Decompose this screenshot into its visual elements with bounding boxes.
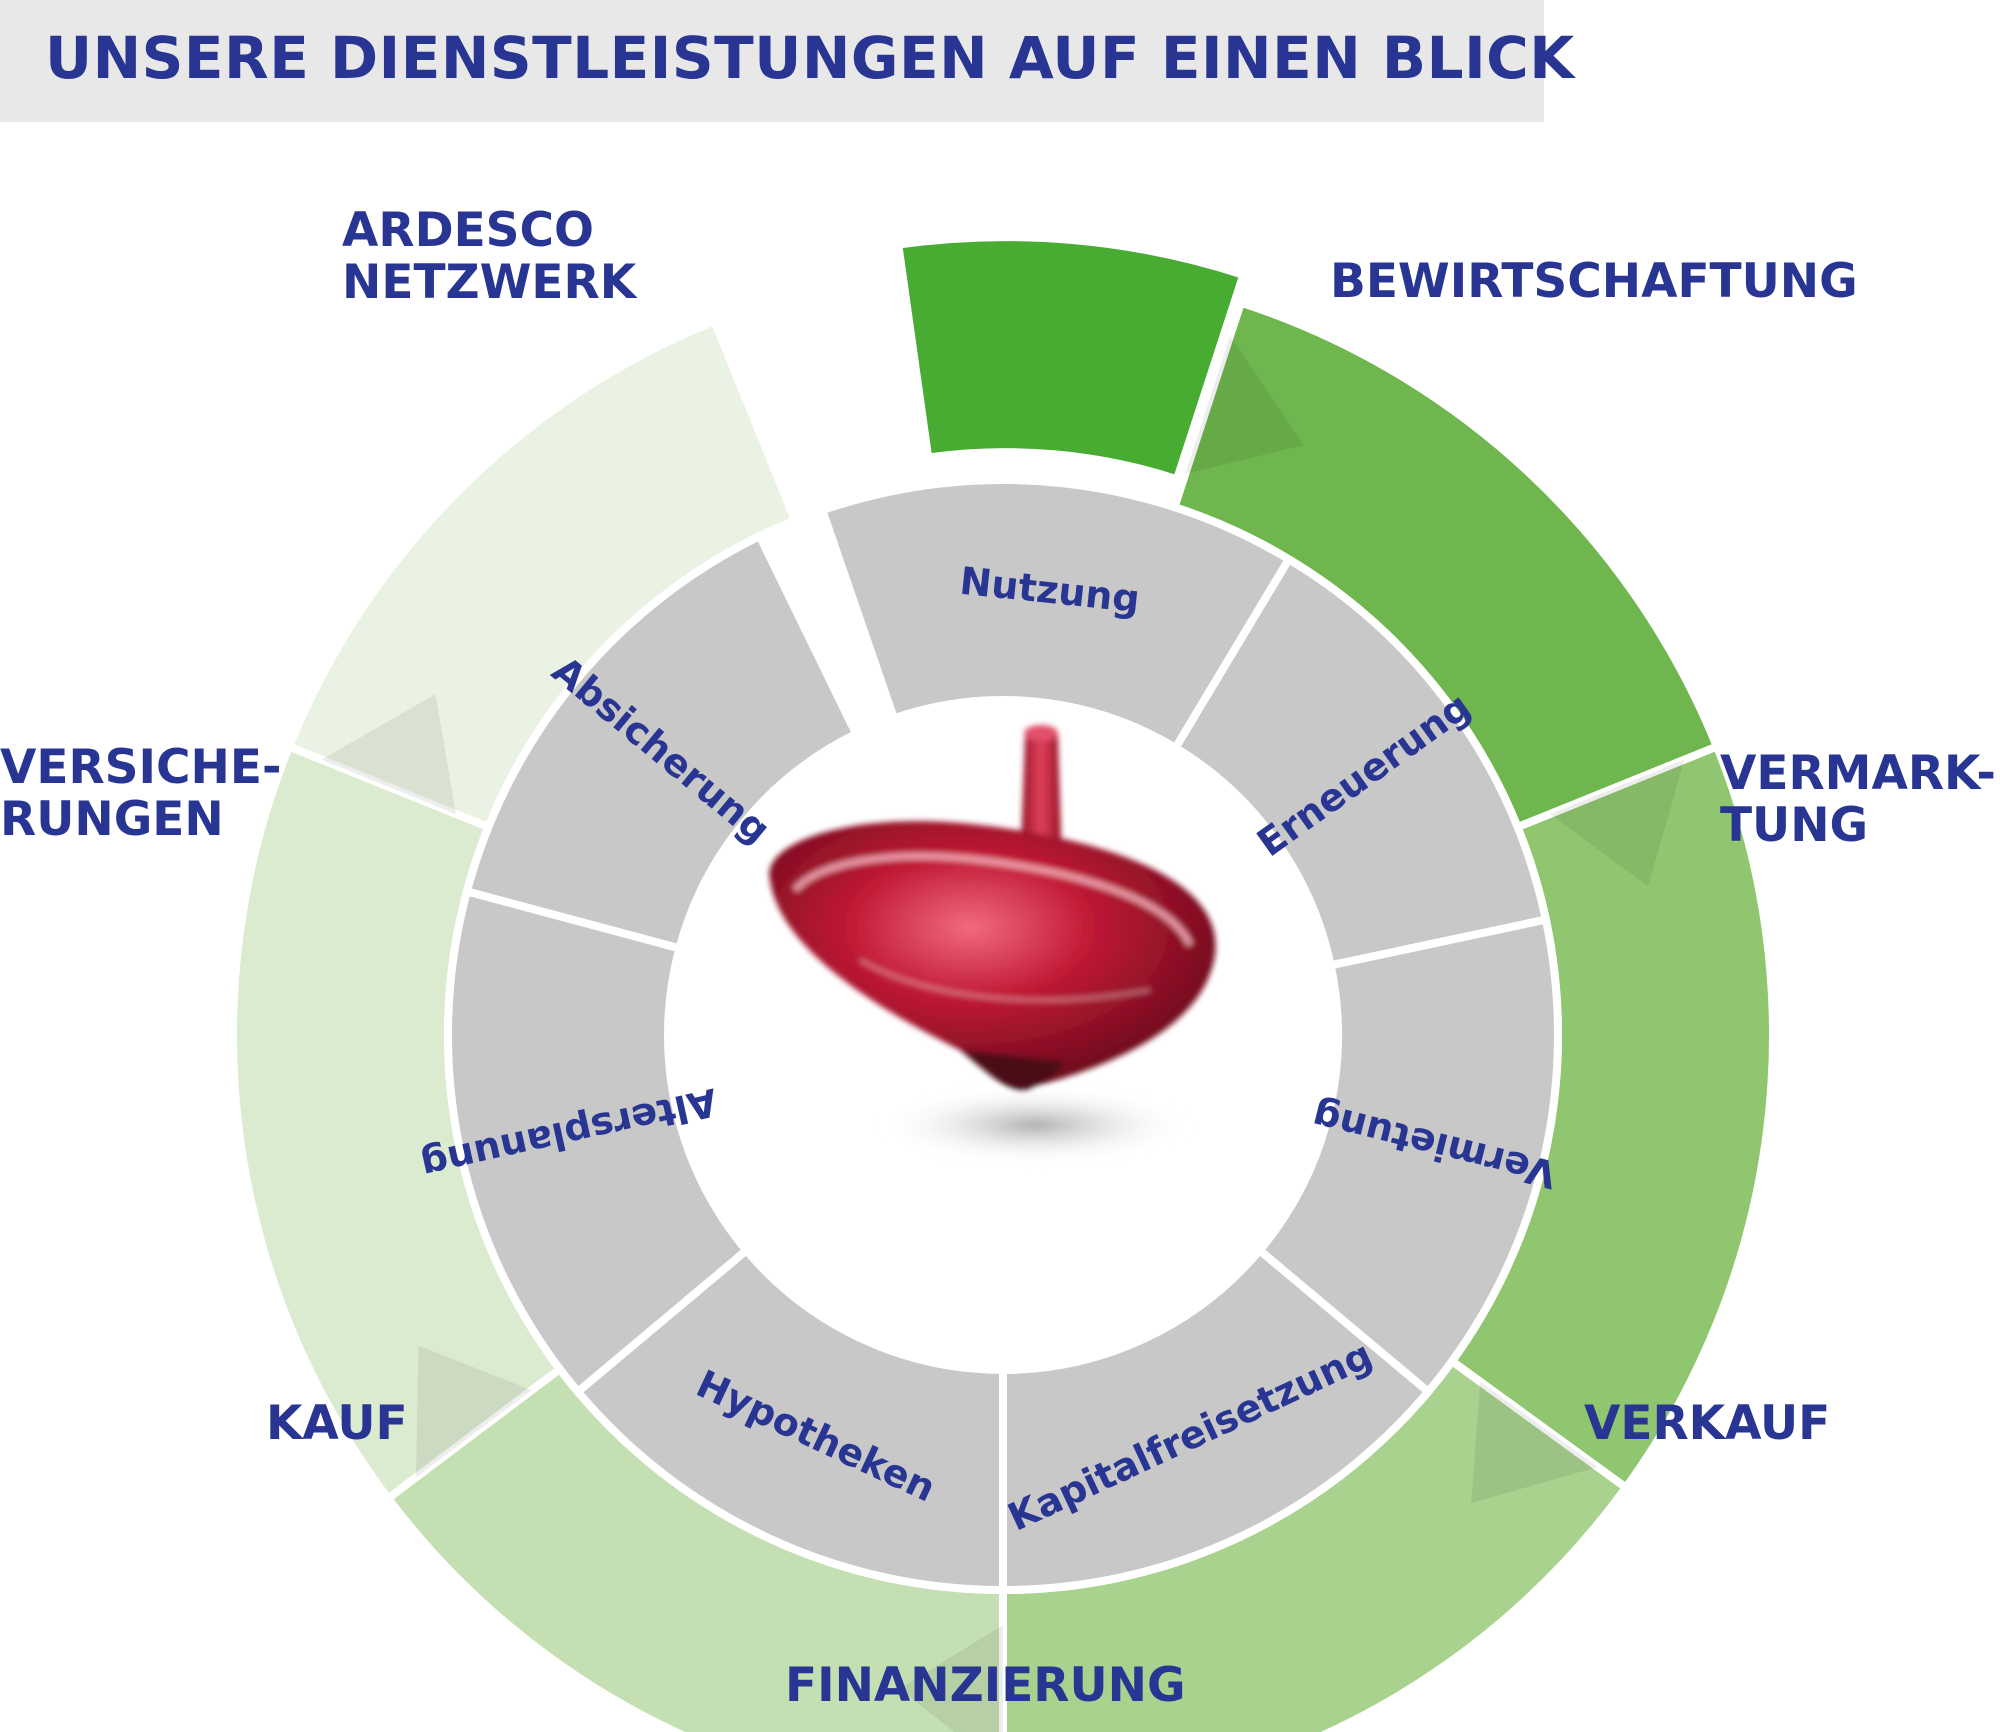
label-kauf: KAUF (266, 1398, 408, 1450)
label-verkauf: VERKAUF (1584, 1398, 1830, 1450)
page-title: UNSERE DIENSTLEISTUNGEN AUF EINEN BLICK (45, 24, 1575, 92)
segment-bewirtschaftung (893, 233, 1249, 485)
label-ardesco-netzwerk: ARDESCO NETZWERK (342, 205, 636, 309)
segment-arrow-marker (899, 1625, 1003, 1732)
spinning-top-image (769, 725, 1216, 1165)
label-bewirtschaftung-line1: BEWIRTSCHAFTUNG (1330, 254, 1858, 309)
segment-arrow-marker (1471, 1381, 1598, 1504)
label-versicherungen-line2: RUNGEN (0, 792, 224, 847)
label-versicherungen: VERSICHE- RUNGEN (0, 742, 281, 846)
label-kauf-line1: KAUF (266, 1396, 408, 1451)
header-bar (0, 0, 1544, 122)
label-vermarktung: VERMARK- TUNG (1720, 748, 1996, 852)
segment-arrow-marker (1185, 335, 1304, 474)
label-ardesco-netzwerk-line2: NETZWERK (342, 255, 637, 310)
segment-arrow-marker (321, 694, 456, 814)
label-vermarktung-line1: VERMARK- (1720, 746, 1996, 801)
label-finanzierung: FINANZIERUNG (785, 1660, 1186, 1712)
label-bewirtschaftung: BEWIRTSCHAFTUNG (1330, 256, 1858, 308)
label-ardesco-netzwerk-line1: ARDESCO (342, 203, 594, 258)
label-versicherungen-line1: VERSICHE- (0, 740, 282, 795)
label-finanzierung-line1: FINANZIERUNG (785, 1658, 1186, 1713)
segment-arrow-marker (416, 1345, 532, 1478)
label-vermarktung-line2: TUNG (1720, 798, 1869, 853)
label-verkauf-line1: VERKAUF (1584, 1396, 1831, 1451)
segment-arrow-marker (1550, 759, 1685, 887)
